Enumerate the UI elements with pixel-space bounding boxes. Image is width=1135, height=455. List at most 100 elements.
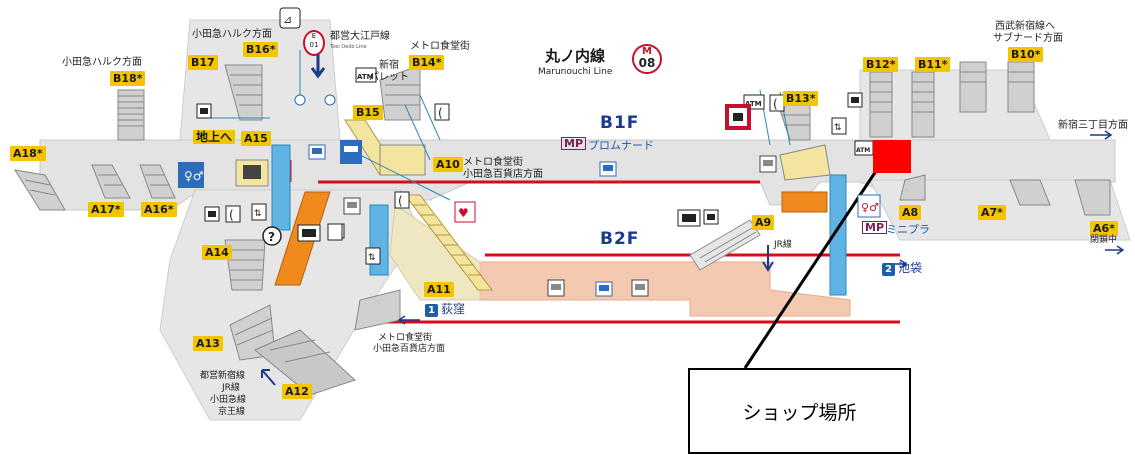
label-a12-line-1: JR線 <box>222 383 240 393</box>
locker-icon <box>847 92 863 108</box>
fare-adjustment-icon <box>297 224 321 242</box>
escalator-icon: ⊿ <box>279 7 301 29</box>
line-code-letter: M <box>642 46 652 57</box>
svg-text:ATM: ATM <box>856 147 870 154</box>
svg-text:(: ( <box>229 208 234 222</box>
line-station-number: M 08 <box>632 44 662 74</box>
orange-ramp-right <box>781 191 828 213</box>
arrow-ogikubo <box>397 315 420 325</box>
phone-icon: ( <box>394 191 410 209</box>
arrow-jr-down <box>762 245 774 272</box>
aed-icon: ♥ <box>454 201 476 223</box>
exit-b11: B11* <box>915 57 951 72</box>
exit-a12: A12 <box>282 384 312 399</box>
exit-a13: A13 <box>193 336 223 351</box>
line-name: 丸ノ内線 <box>545 47 606 65</box>
exit-b17: B17 <box>188 55 218 70</box>
atm-icon: ATM <box>854 140 874 156</box>
stairs-a7 <box>1009 179 1051 206</box>
shop-icon <box>631 279 649 297</box>
elevator-shaft-right <box>829 174 847 296</box>
oedo-code-letter: E <box>311 32 317 40</box>
arrow-sanchome <box>1090 130 1113 140</box>
shop-icon <box>759 155 777 173</box>
bus-icon <box>599 161 617 177</box>
atm-icon: ATM <box>355 67 377 83</box>
exit-b13: B13* <box>783 91 819 106</box>
fare-adjustment-icon <box>677 209 701 227</box>
exit-a6: A6* <box>1090 221 1118 236</box>
shop-location-label-box: ショップ場所 <box>688 368 911 454</box>
locker-icon <box>204 206 220 222</box>
arrow-oedo-down <box>310 52 326 79</box>
svg-text:(: ( <box>398 194 403 208</box>
phone-icon: ( <box>434 103 450 121</box>
stairs-b1f-center-escalator <box>379 144 426 176</box>
svg-text:(: ( <box>438 106 443 120</box>
label-a12-line-2: 小田急線 <box>210 395 247 405</box>
phone-icon: ( <box>225 205 241 223</box>
elevator-icon: ⇅ <box>365 247 381 265</box>
stairs-a8 <box>899 174 926 201</box>
stairs-right-escalator <box>779 144 831 181</box>
exit-b12: B12* <box>863 57 899 72</box>
stairs-a9-escalator <box>689 219 761 271</box>
svg-text:?: ? <box>268 230 275 244</box>
arrow-a6 <box>1105 245 1125 255</box>
stairs-a18 <box>13 169 66 211</box>
oedo-label: 都営大江戸線 <box>330 31 390 42</box>
label-a10-1: メトロ食堂街 <box>463 157 523 168</box>
elevator-icon: ⇅ <box>251 203 267 221</box>
exit-a10: A10 <box>433 157 463 172</box>
shop-location-marker <box>873 140 911 173</box>
label-sanchome: 新宿三丁目方面 <box>1058 120 1128 131</box>
stairs-b12 <box>869 71 893 138</box>
label-to-surface: 地上へ <box>193 130 236 144</box>
label-closed: 閉鎖中 <box>1090 235 1118 245</box>
svg-text:ATM: ATM <box>357 73 374 81</box>
oedo-code-number: 01 <box>309 41 319 49</box>
locker-icon <box>196 103 212 119</box>
label-miniplaza: ミニプラ <box>886 223 930 236</box>
exit-a15: A15 <box>241 131 271 146</box>
arrow-a12 <box>261 369 276 386</box>
label-shinjuku-pallet: 新宿 パレット <box>369 60 409 83</box>
accessibility-icon <box>294 94 336 106</box>
shop-icon <box>547 279 565 297</box>
label-seibu-2: サブナード方面 <box>993 33 1063 44</box>
exit-b14: B14* <box>409 55 445 70</box>
svg-text:ATM: ATM <box>745 100 762 108</box>
exit-a9: A9 <box>752 215 775 230</box>
exit-a11: A11 <box>424 282 454 297</box>
label-a12-line-0: 都営新宿線 <box>200 371 246 381</box>
stairs-b11 <box>911 71 935 138</box>
label-bottom-food-2: 小田急百貨店方面 <box>373 344 446 354</box>
exit-a16: A16* <box>141 202 177 217</box>
stairs-a10-escalator <box>403 194 494 291</box>
stairs-a12 <box>254 329 356 396</box>
ogikubo-number: 1 <box>425 304 438 317</box>
label-mp-mini: MP <box>862 221 888 234</box>
floor-label-b2f: B2F <box>600 229 640 249</box>
stairs-b14 <box>379 64 421 121</box>
label-bottom-food-1: メトロ食堂街 <box>378 333 433 343</box>
label-seibu-1: 西武新宿線へ <box>995 21 1055 32</box>
b2f-concourse <box>479 261 851 317</box>
stairs-a16 <box>139 164 176 199</box>
line-code-number: 08 <box>638 56 656 70</box>
floor-label-b1f: B1F <box>600 113 640 133</box>
ticket-machine-icon <box>327 223 343 241</box>
shop-icon <box>235 159 269 187</box>
label-mp-promenade: MP <box>561 137 587 150</box>
svg-text:♥: ♥ <box>458 206 469 220</box>
exit-b18: B18* <box>110 71 146 86</box>
stairs-b17 <box>224 64 263 121</box>
label-metro-food-top: メトロ食堂街 <box>410 41 470 52</box>
bus-icon <box>308 144 326 160</box>
label-odakyu-halc-top: 小田急ハルク方面 <box>192 29 272 40</box>
stairs-a17 <box>91 164 131 199</box>
elevator-shaft-left <box>271 144 291 231</box>
